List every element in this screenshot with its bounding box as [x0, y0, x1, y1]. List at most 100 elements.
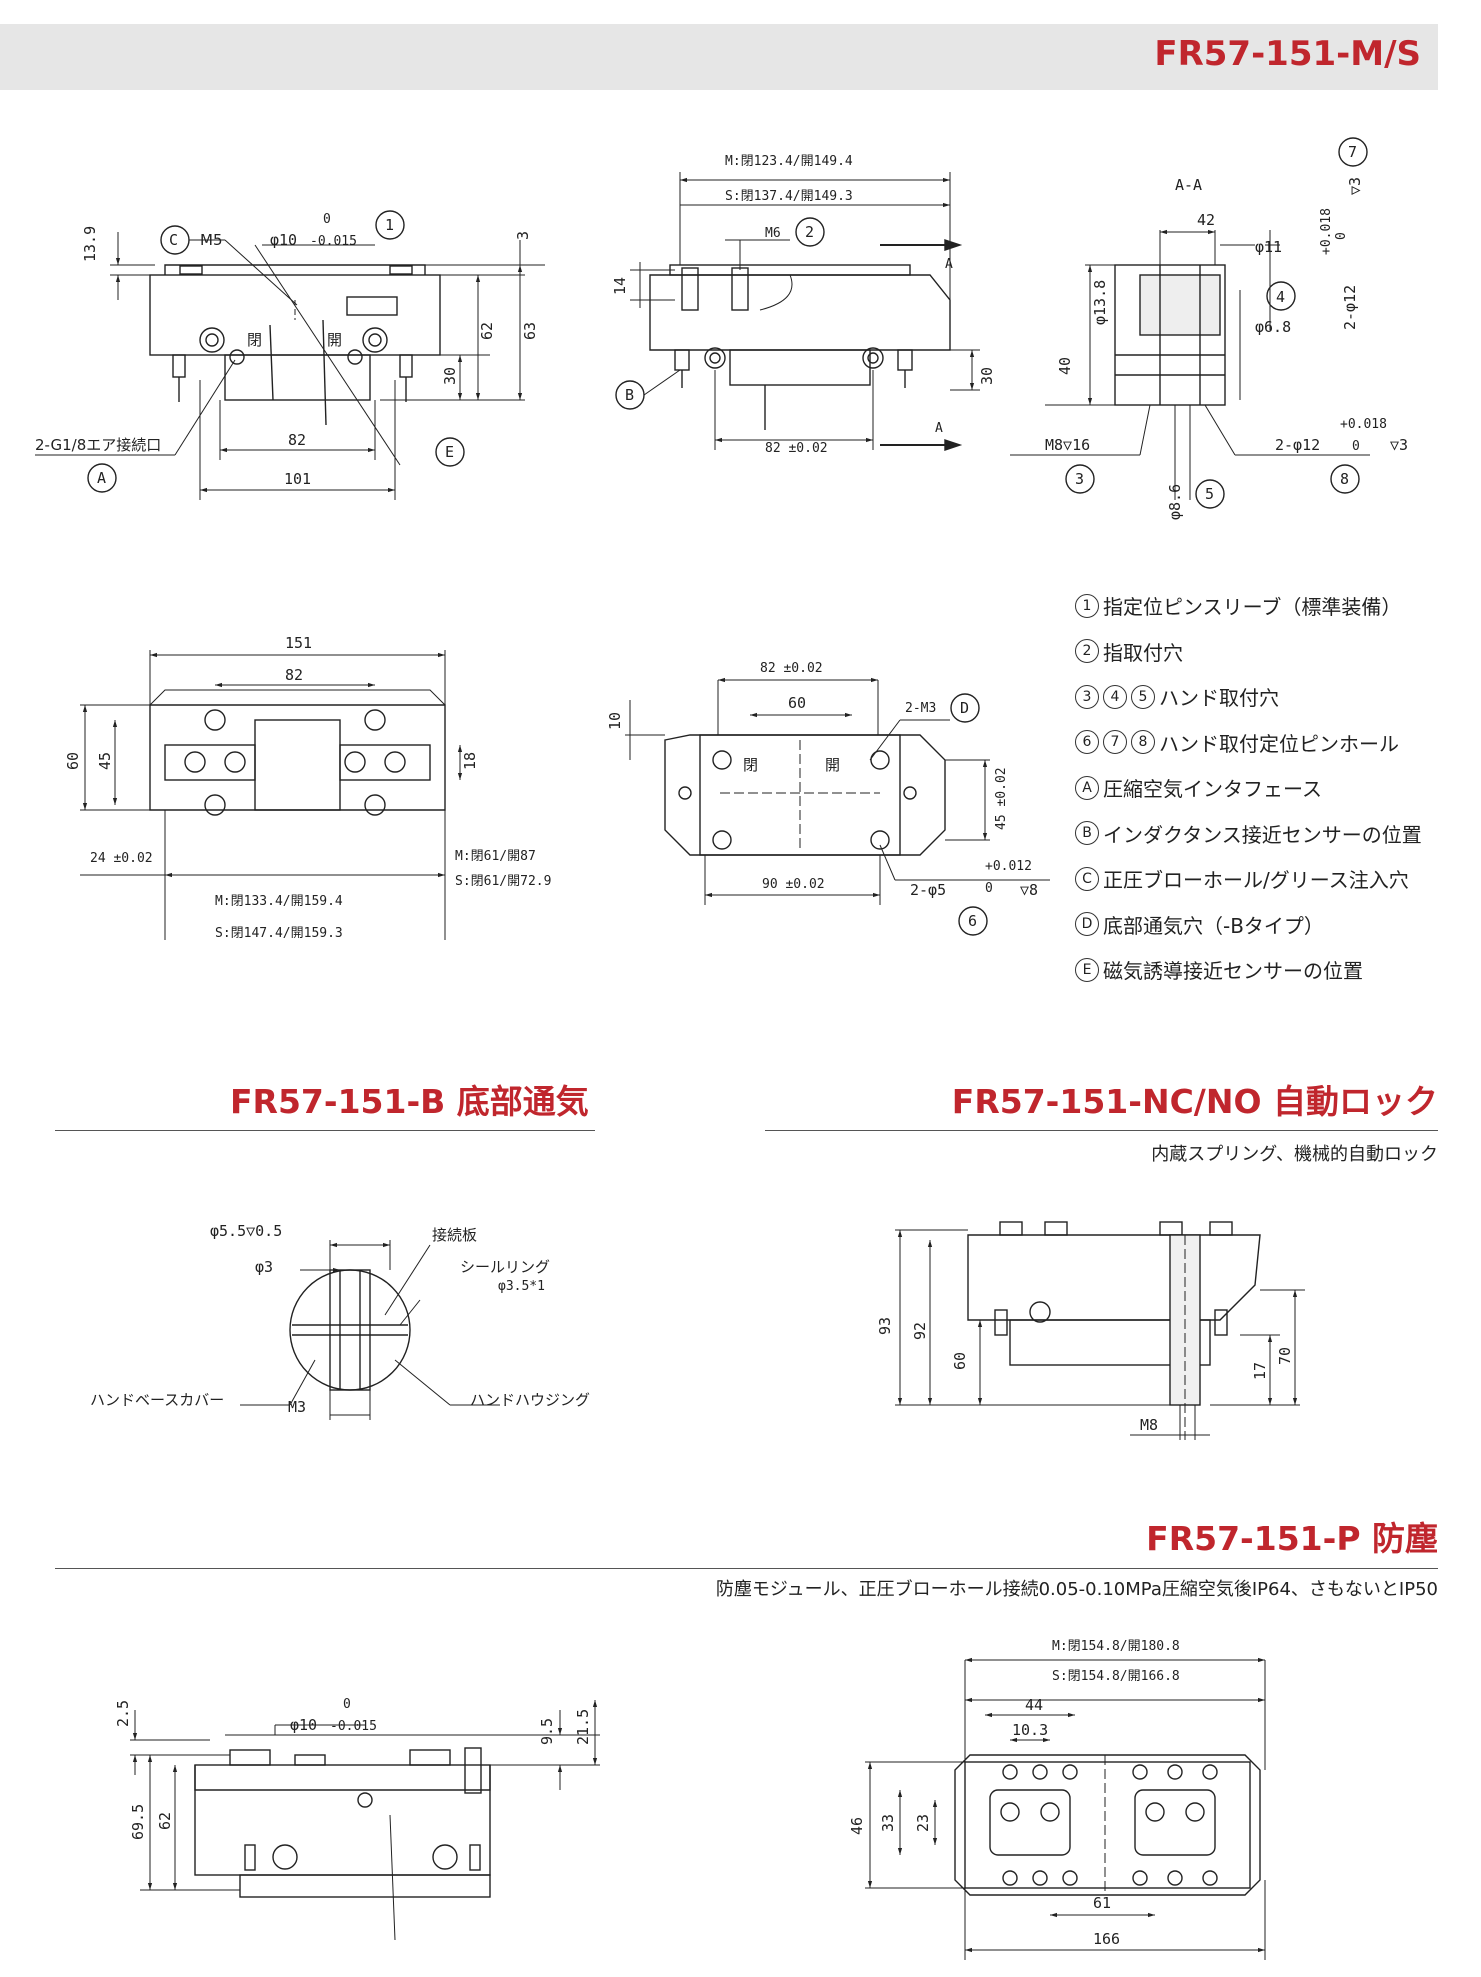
legend-marker: 5: [1131, 684, 1155, 709]
svg-text:A: A: [935, 421, 943, 436]
svg-text:0: 0: [1334, 232, 1349, 240]
svg-text:44: 44: [1025, 1696, 1043, 1714]
svg-text:2-M3: 2-M3: [905, 701, 936, 716]
legend-text: 正圧ブローホール/グリース注入穴: [1103, 868, 1409, 893]
svg-text:M8: M8: [1140, 1416, 1158, 1434]
svg-text:60: 60: [951, 1352, 969, 1370]
legend-marker: A: [1075, 775, 1099, 800]
svg-text:1: 1: [385, 216, 394, 234]
section-title-bottom-air: FR57-151-B 底部通気: [230, 1082, 589, 1121]
svg-text:45: 45: [96, 752, 114, 770]
p-top-view-labels: M:閉154.8/開180.8 S:閉154.8/開166.8 44 10.3 …: [848, 1639, 1180, 1948]
svg-text:5: 5: [1205, 485, 1214, 503]
section-view-labels: A-A 42 φ11 φ13.8 40 4 φ6.8 2-φ12 +0.018 …: [1045, 143, 1408, 520]
svg-text:42: 42: [1197, 211, 1215, 229]
svg-text:101: 101: [284, 470, 311, 488]
front-view-labels: 13.9 0 φ10 -0.015 M5 C 1 3 62 63 30 82 1…: [35, 212, 539, 488]
section-divider: [765, 1130, 1438, 1131]
svg-text:-0.015: -0.015: [310, 234, 357, 249]
bottom-view-labels: 82 ±0.02 60 10 2-M3 D 45 ±0.02 90 ±0.02 …: [606, 661, 1038, 930]
svg-text:18: 18: [461, 752, 479, 770]
legend-text: 指定位ピンスリーブ（標準装備）: [1103, 595, 1402, 620]
svg-text:A: A: [97, 469, 106, 487]
svg-text:φ6.8: φ6.8: [1255, 318, 1291, 336]
legend-marker: E: [1075, 957, 1099, 982]
svg-text:接続板: 接続板: [432, 1226, 477, 1244]
svg-text:23: 23: [914, 1814, 932, 1832]
svg-text:62: 62: [478, 322, 496, 340]
svg-text:30: 30: [441, 367, 459, 385]
svg-text:C: C: [169, 231, 178, 249]
p-front-view-drawing: [130, 1700, 600, 1941]
svg-text:ハンドベースカバー: ハンドベースカバー: [90, 1391, 224, 1409]
svg-text:M:閉133.4/開159.4: M:閉133.4/開159.4: [215, 894, 343, 909]
svg-text:M6: M6: [765, 226, 781, 241]
svg-text:3: 3: [514, 231, 532, 240]
svg-text:φ8.6: φ8.6: [1166, 484, 1184, 520]
svg-text:M:閉61/開87: M:閉61/開87: [455, 849, 536, 864]
legend-marker: C: [1075, 866, 1099, 891]
legend-marker: 4: [1103, 684, 1127, 709]
svg-text:+0.012: +0.012: [985, 859, 1032, 874]
svg-text:2-G1/8エア接続口: 2-G1/8エア接続口: [35, 436, 161, 454]
svg-text:B: B: [625, 386, 634, 404]
section-divider: [55, 1130, 595, 1131]
legend-marker: 7: [1103, 730, 1127, 755]
svg-text:閉: 閉: [247, 331, 262, 349]
legend-marker: D: [1075, 912, 1099, 937]
legend-marker: B: [1075, 821, 1099, 846]
svg-text:φ10: φ10: [290, 1716, 317, 1734]
svg-text:151: 151: [285, 634, 312, 652]
svg-text:M:閉154.8/開180.8: M:閉154.8/開180.8: [1052, 1639, 1180, 1654]
svg-text:82: 82: [288, 431, 306, 449]
section-divider: [55, 1568, 1438, 1569]
svg-text:46: 46: [848, 1817, 866, 1835]
legend-text: 圧縮空気インタフェース: [1103, 777, 1322, 802]
svg-text:0: 0: [323, 212, 331, 227]
svg-text:6: 6: [968, 912, 977, 930]
p-front-view-labels: 2.5 0 φ10 -0.015 9.5 21.5 69.5 62: [114, 1697, 592, 1840]
svg-text:ハンドハウジング: ハンドハウジング: [470, 1391, 590, 1409]
svg-text:33: 33: [879, 1814, 897, 1832]
svg-text:M:閉123.4/開149.4: M:閉123.4/開149.4: [725, 154, 853, 169]
legend-marker: 2: [1075, 639, 1099, 664]
svg-text:+0.018: +0.018: [1319, 208, 1334, 255]
front-view-drawing: [35, 210, 545, 500]
detail-b-labels: φ5.5▽0.5 φ3 接続板 シールリング φ3.5*1 ハンドベースカバー …: [90, 1222, 590, 1416]
svg-text:70: 70: [1276, 1347, 1294, 1365]
svg-text:シールリング: シールリング: [460, 1258, 550, 1276]
svg-text:φ11: φ11: [1255, 238, 1282, 256]
svg-text:17: 17: [1251, 1362, 1269, 1380]
svg-text:10: 10: [606, 712, 624, 730]
svg-text:2-φ12: 2-φ12: [1275, 436, 1320, 454]
svg-text:+0.018: +0.018: [1340, 417, 1387, 432]
svg-text:-0.015: -0.015: [330, 1719, 377, 1734]
svg-text:開: 開: [825, 756, 840, 774]
legend-marker: 3: [1075, 684, 1099, 709]
svg-text:2-φ12: 2-φ12: [1341, 285, 1359, 330]
p-top-view-drawing: [865, 1657, 1266, 1960]
legend-text: 指取付穴: [1103, 640, 1183, 665]
svg-text:φ10: φ10: [270, 231, 297, 249]
svg-text:閉: 閉: [743, 756, 758, 774]
svg-text:14: 14: [611, 277, 629, 295]
svg-text:3: 3: [1075, 470, 1084, 488]
svg-text:10.3: 10.3: [1012, 1721, 1048, 1739]
svg-text:D: D: [960, 699, 969, 717]
svg-text:0: 0: [1352, 439, 1360, 454]
svg-text:M5: M5: [200, 231, 223, 249]
svg-text:40: 40: [1056, 357, 1074, 375]
svg-text:93: 93: [876, 1317, 894, 1335]
header-bar: [0, 24, 1438, 90]
svg-text:▽3: ▽3: [1390, 436, 1408, 454]
svg-text:82 ±0.02: 82 ±0.02: [765, 441, 828, 456]
svg-text:2.5: 2.5: [114, 1700, 132, 1727]
svg-text:φ13.8: φ13.8: [1091, 280, 1109, 325]
legend-text: インダクタンス接近センサーの位置: [1103, 822, 1422, 847]
svg-text:92: 92: [911, 1322, 929, 1340]
